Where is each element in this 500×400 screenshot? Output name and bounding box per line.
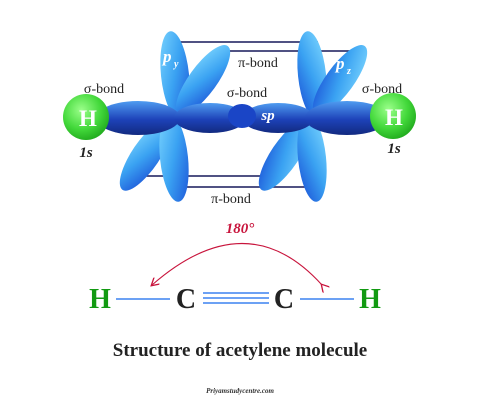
pi-bond-lines <box>135 41 350 188</box>
sigma-left-label: σ-bond <box>84 82 124 97</box>
triple-bond <box>203 292 269 304</box>
right-carbon-p-orbitals <box>258 31 368 202</box>
py-subscript: y <box>173 59 179 70</box>
hydrogen-right-orbital <box>370 93 416 139</box>
structural-formula: H C C H <box>89 284 381 315</box>
h-right-label: H <box>385 105 403 130</box>
formula-h-right: H <box>359 284 381 315</box>
pz-subscript: z <box>346 66 351 77</box>
pi-bond-top-label: π-bond <box>238 56 278 71</box>
bond-angle-label: 180° <box>226 221 255 237</box>
formula-h-left: H <box>89 284 111 315</box>
pi-bond-bottom-label: π-bond <box>211 192 251 207</box>
sigma-framework <box>96 101 389 135</box>
hydrogen-left-orbital <box>63 94 109 140</box>
left-carbon-p-orbitals <box>119 31 231 202</box>
py-label: p <box>161 47 172 66</box>
sigma-center-label: σ-bond <box>227 86 267 101</box>
formula-c-left: C <box>176 284 196 315</box>
watermark: Priyamstudycentre.com <box>206 387 274 395</box>
diagram-title: Structure of acetylene molecule <box>113 340 367 361</box>
1s-right-label: 1s <box>387 141 401 157</box>
pz-label: p <box>334 54 345 73</box>
bond-angle-arc <box>152 243 322 286</box>
1s-left-label: 1s <box>79 145 93 161</box>
formula-c-right: C <box>274 284 294 315</box>
sp-label: sp <box>260 108 275 124</box>
h-left-label: H <box>79 106 97 131</box>
sigma-right-label: σ-bond <box>362 82 402 97</box>
